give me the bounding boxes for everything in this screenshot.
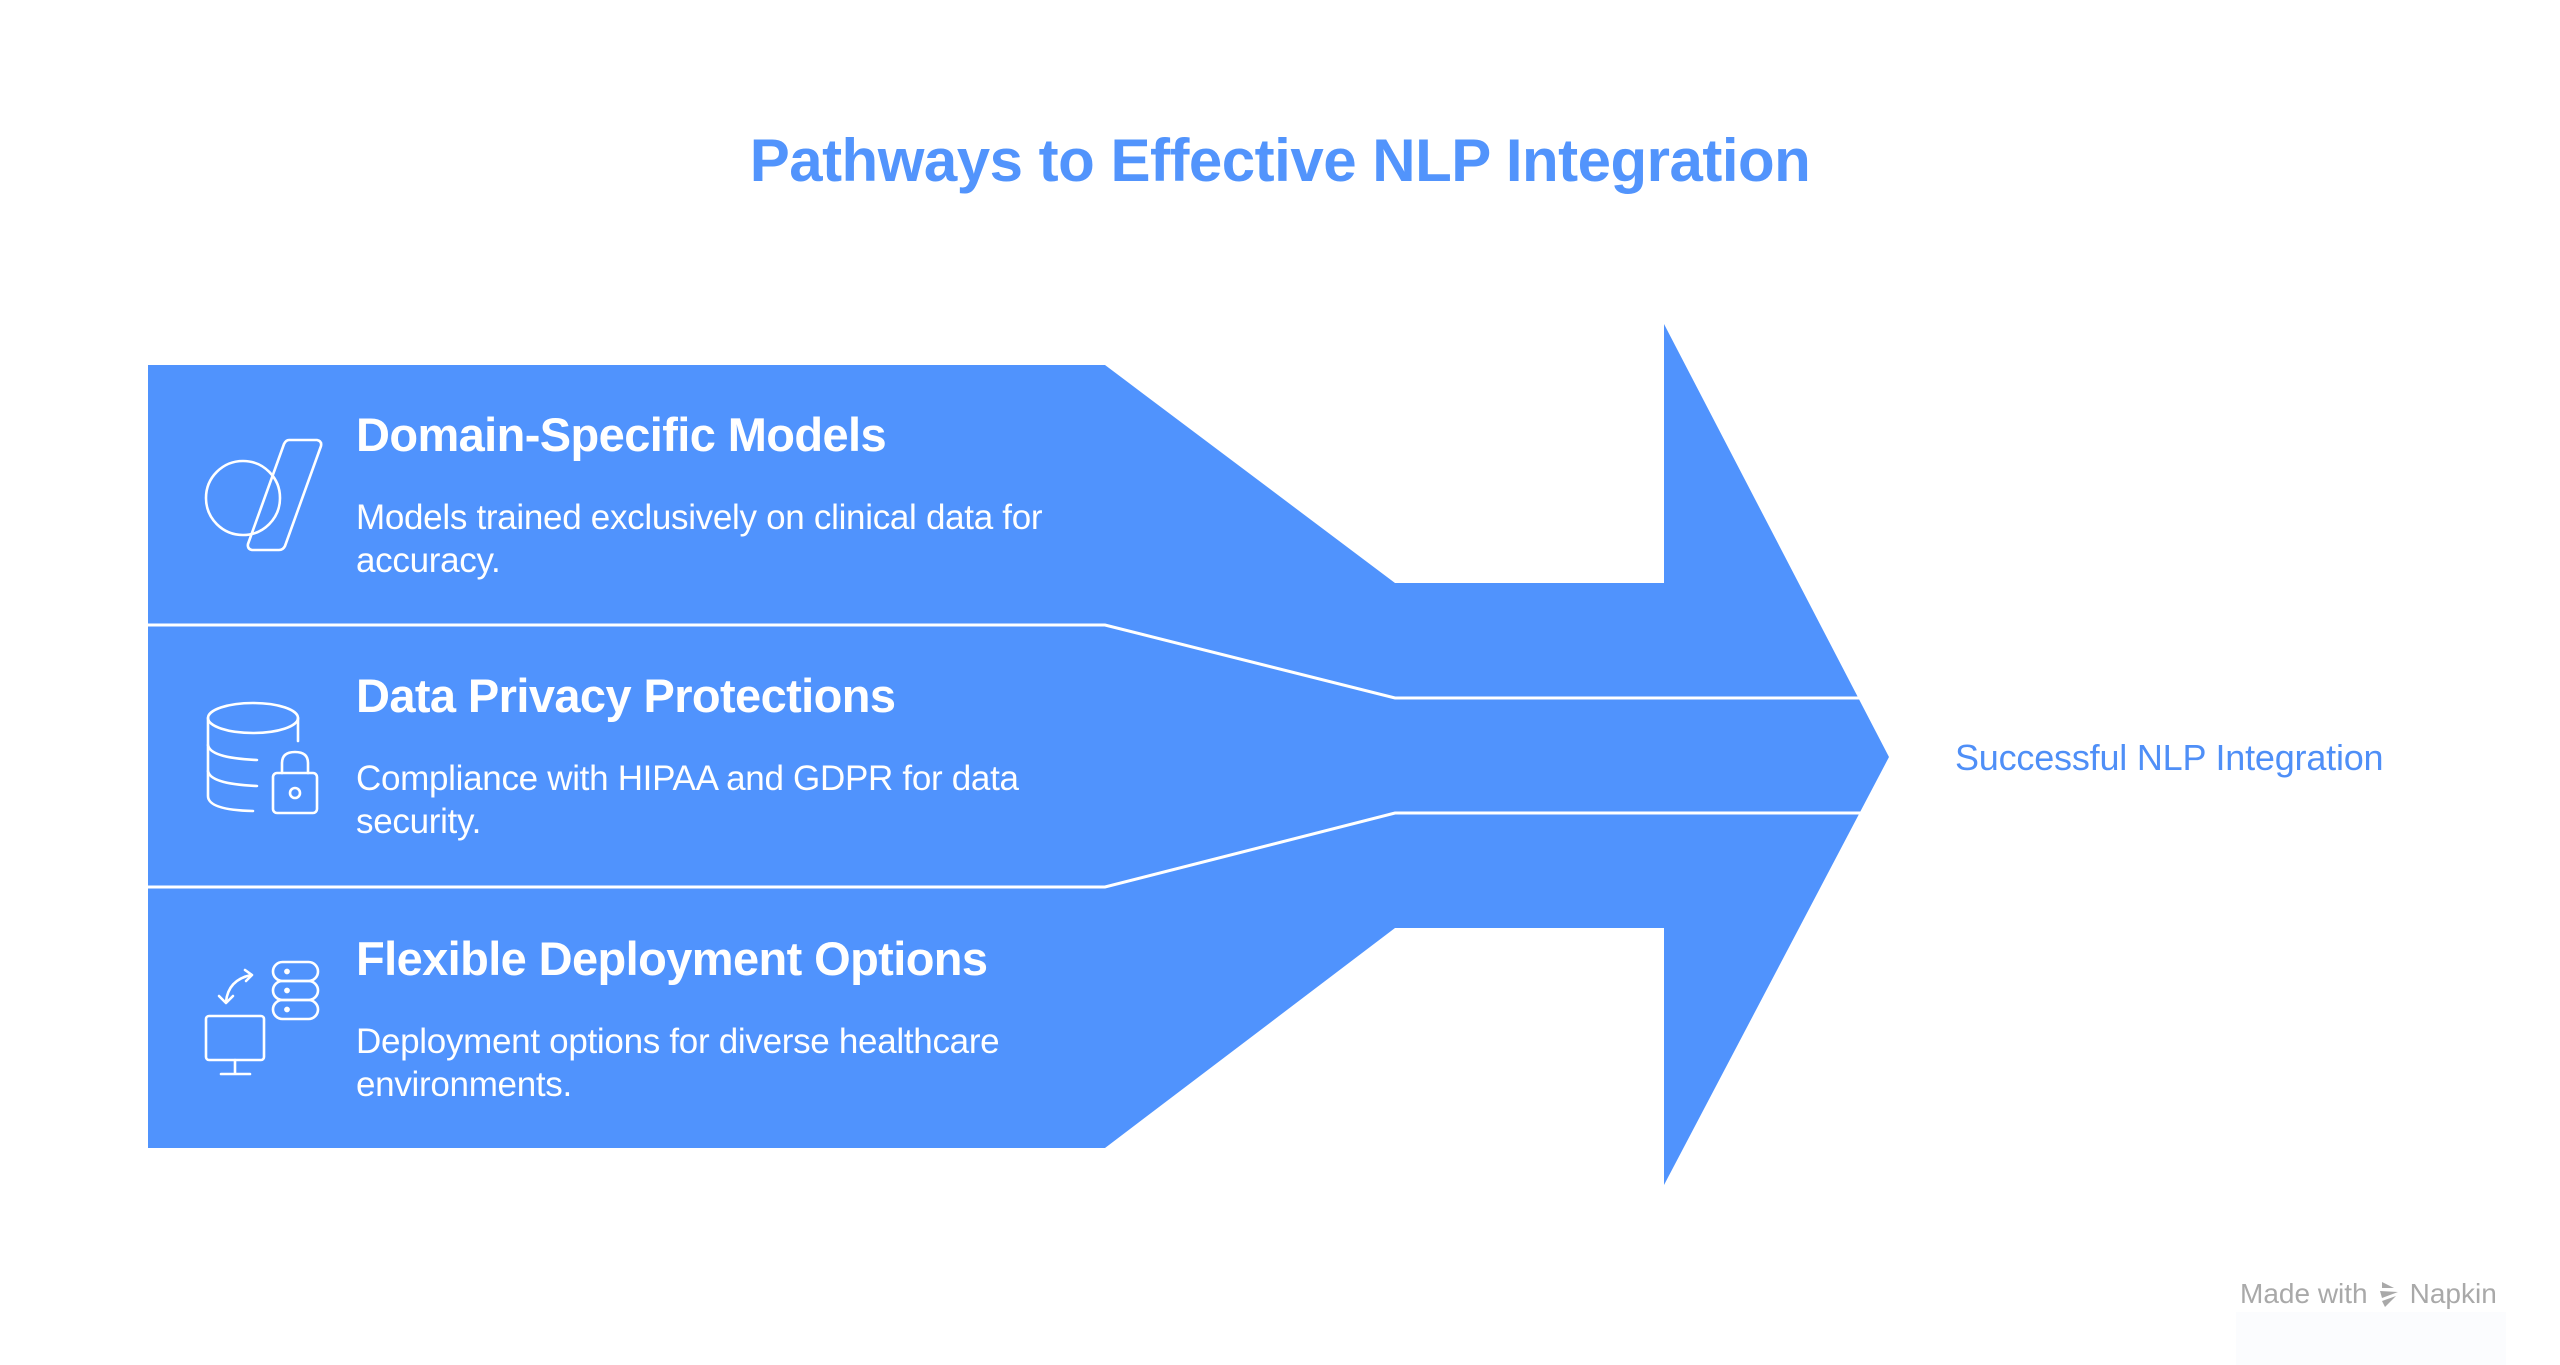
database-lock-icon [206,701,319,815]
page-title: Pathways to Effective NLP Integration [749,127,1811,194]
target-outcome-label: Successful NLP Integration [1955,737,2384,778]
divider-2 [148,811,1861,889]
pathway-title-data-privacy: Data Privacy Protections [356,669,896,722]
pathway-description-domain-specific-models: Models trained exclusively on clinical d… [356,498,1043,580]
pathway-description-data-privacy: Compliance with HIPAA and GDPR for data … [356,759,1019,841]
made-with-napkin-watermark[interactable]: Made with Napkin [2240,1276,2497,1312]
monitor-server-sync-icon [204,960,320,1076]
watermark-brand: Napkin [2409,1278,2497,1309]
watermark-background [2236,1312,2506,1365]
arrow-shape [148,324,1889,1185]
model-shapes-icon [204,438,323,552]
pathway-title-flexible-deployment: Flexible Deployment Options [356,932,988,985]
pathway-description-flexible-deployment: Deployment options for diverse healthcar… [356,1022,1000,1104]
napkin-logo-icon [2379,1282,2398,1307]
divider-1 [148,623,1861,700]
watermark-prefix: Made with [2240,1278,2368,1309]
pathway-title-domain-specific-models: Domain-Specific Models [356,408,887,461]
